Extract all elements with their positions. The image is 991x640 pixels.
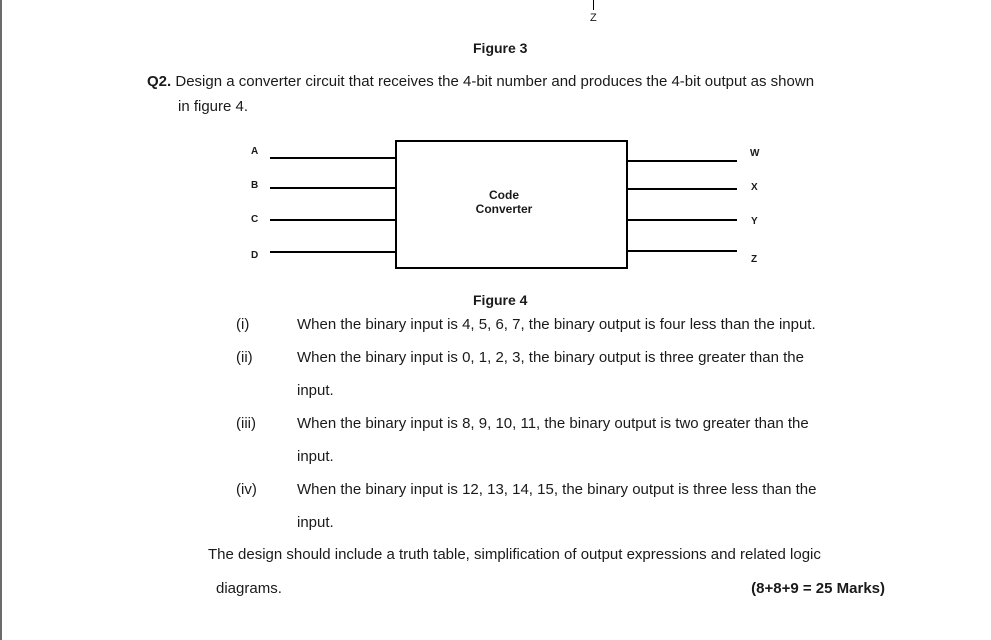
question-line-2: in figure 4.	[178, 98, 249, 115]
question-text-1: Design a converter circuit that receives…	[175, 73, 815, 90]
condition-4-number: (iv)	[236, 481, 257, 498]
converter-box	[395, 140, 628, 269]
input-label-c: C	[251, 214, 259, 225]
output-label-w: W	[750, 148, 760, 159]
input-label-b: B	[251, 180, 259, 191]
page-left-border	[0, 0, 2, 640]
footer-line-2: diagrams.	[216, 580, 282, 597]
condition-3-text-cont: input.	[297, 448, 334, 465]
condition-3-number: (iii)	[236, 415, 256, 432]
question-number: Q2.	[147, 73, 172, 90]
input-label-a: A	[251, 146, 259, 157]
question-line-1: Q2. Design a converter circuit that rece…	[147, 73, 814, 90]
marks-allocation: (8+8+9 = 25 Marks)	[751, 580, 885, 597]
output-label-x: X	[751, 182, 758, 193]
condition-2-text-cont: input.	[297, 382, 334, 399]
footer-line-1: The design should include a truth table,…	[208, 546, 821, 563]
previous-figure-wire	[593, 0, 594, 10]
condition-2-text: When the binary input is 0, 1, 2, 3, the…	[297, 349, 804, 366]
input-label-d: D	[251, 250, 259, 261]
output-label-z: Z	[751, 254, 758, 265]
condition-2-number: (ii)	[236, 349, 253, 366]
output-label-y: Y	[751, 216, 758, 227]
converter-box-label: Code Converter	[464, 188, 544, 216]
converter-box-line-1: Code	[489, 188, 519, 202]
figure-4-caption: Figure 4	[473, 292, 528, 308]
condition-1-number: (i)	[236, 316, 250, 333]
condition-3-text: When the binary input is 8, 9, 10, 11, t…	[297, 415, 809, 432]
condition-4-text-cont: input.	[297, 514, 334, 531]
previous-figure-label-z: Z	[590, 12, 597, 24]
converter-box-line-2: Converter	[475, 202, 533, 216]
condition-1-text: When the binary input is 4, 5, 6, 7, the…	[297, 316, 816, 333]
condition-4-text: When the binary input is 12, 13, 14, 15,…	[297, 481, 817, 498]
figure-3-caption: Figure 3	[473, 40, 528, 56]
